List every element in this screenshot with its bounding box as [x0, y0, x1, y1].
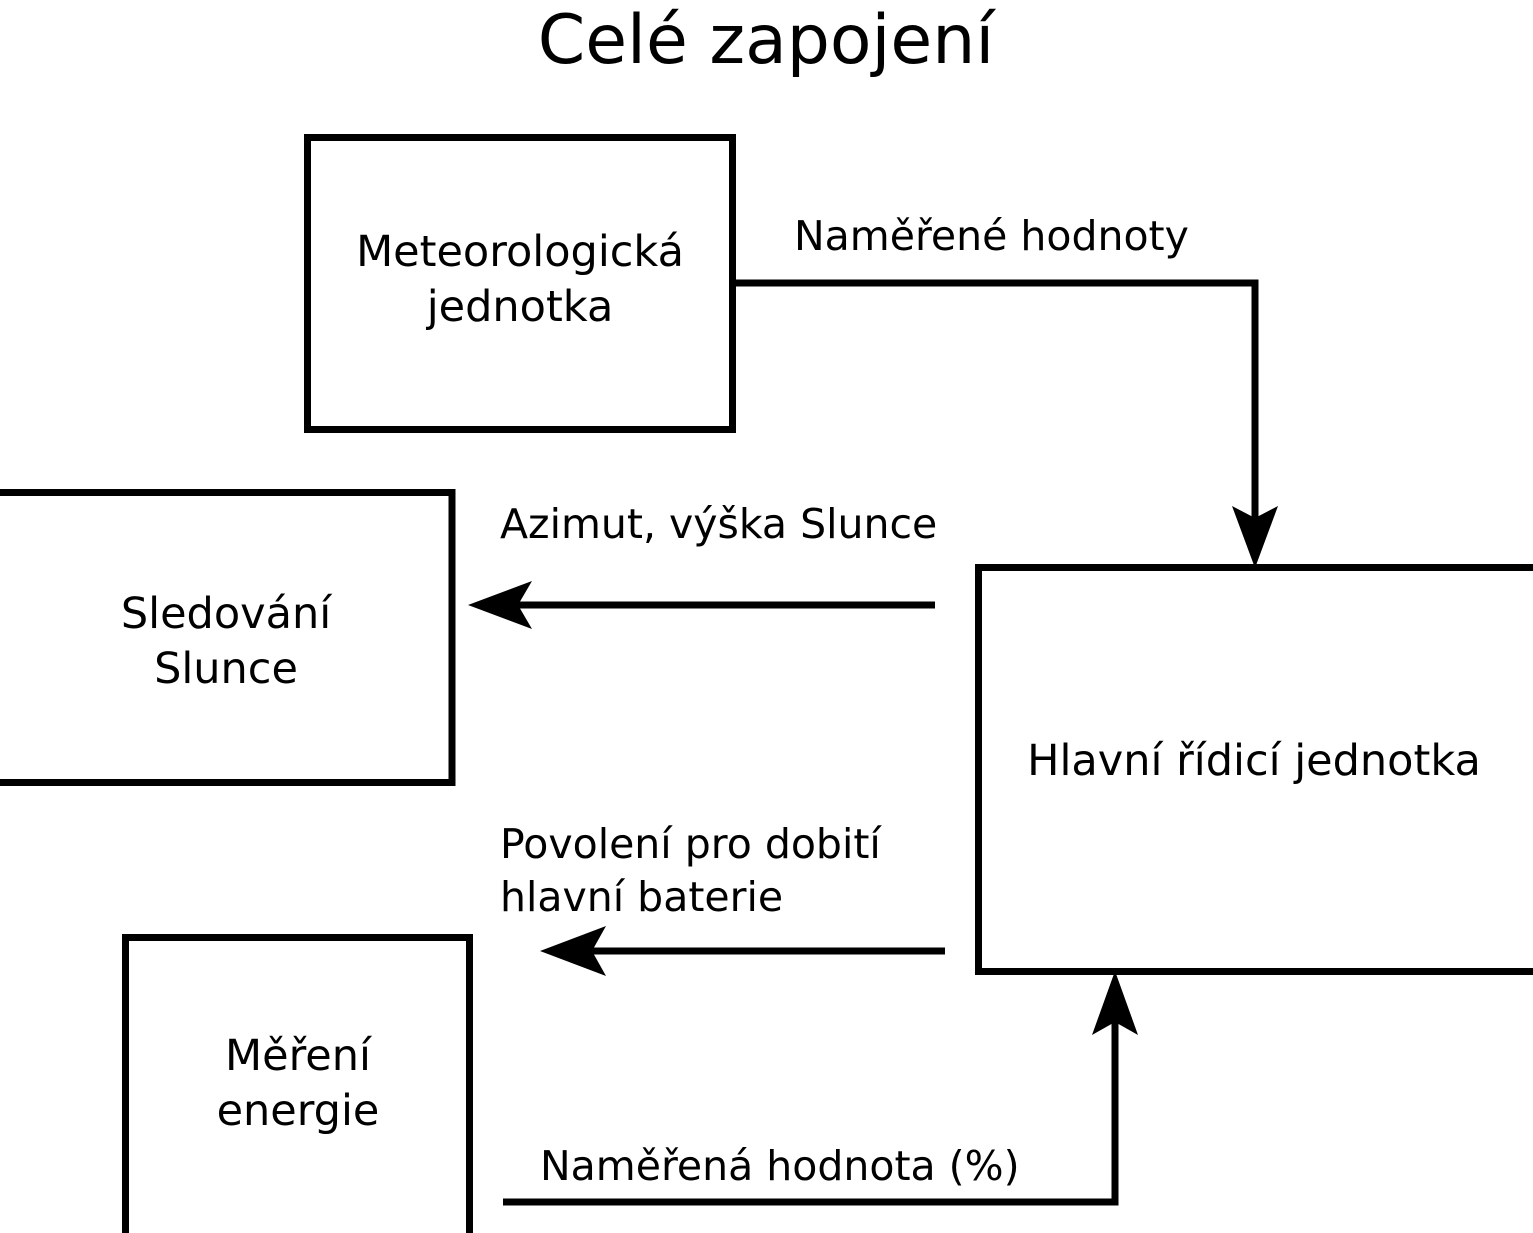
energy-measurement-label-line1: Měření [225, 1031, 373, 1081]
meteorological-unit-box[interactable]: Meteorologická jednotka [304, 134, 736, 433]
main-control-unit-label: Hlavní řídicí jednotka [1027, 736, 1481, 786]
arrowhead-up-icon [1092, 971, 1138, 1035]
edge-label-azimuth: Azimut, výška Slunce [500, 500, 937, 548]
edge-label-charge-permission-line2: hlavní baterie [500, 873, 783, 921]
meteorological-unit-label-line1: Meteorologická [356, 227, 684, 277]
meteorological-unit-rect[interactable] [304, 134, 736, 433]
energy-measurement-label-line2: energie [217, 1086, 380, 1136]
edge-label-charge-permission-line1: Povolení pro dobití [500, 820, 882, 868]
sun-tracking-box[interactable]: Sledování Slunce [0, 489, 456, 786]
edge-label-measured-percent: Naměřená hodnota (%) [540, 1142, 1020, 1190]
page-title: Celé zapojení [538, 1, 997, 80]
energy-measurement-rect[interactable] [122, 934, 473, 1233]
meteorological-unit-label-line2: jednotka [426, 282, 614, 332]
edge-energy-measurement-to-main: Naměřená hodnota (%) [503, 971, 1138, 1206]
edge-label-measured-values: Naměřené hodnoty [794, 212, 1189, 260]
edge-meteo-to-main-line [736, 279, 1259, 538]
edge-meteo-to-main: Naměřené hodnoty [736, 212, 1278, 568]
arrowhead-left-icon [540, 926, 606, 976]
edge-energy-to-main-line [503, 1005, 1119, 1206]
arrowhead-left-icon [468, 581, 532, 629]
edge-main-to-energy-measurement: Povolení pro dobití hlavní baterie [500, 820, 945, 976]
sun-tracking-label-line2: Slunce [154, 644, 298, 694]
main-control-unit-box[interactable]: Hlavní řídicí jednotka [975, 564, 1533, 975]
energy-measurement-box[interactable]: Měření energie [122, 934, 473, 1233]
arrowhead-down-icon [1232, 506, 1278, 568]
main-control-unit-rect[interactable] [975, 564, 1533, 975]
sun-tracking-label-line1: Sledování [121, 589, 333, 639]
edge-main-to-sun-tracking: Azimut, výška Slunce [468, 500, 937, 629]
sun-tracking-rect[interactable] [0, 489, 456, 786]
